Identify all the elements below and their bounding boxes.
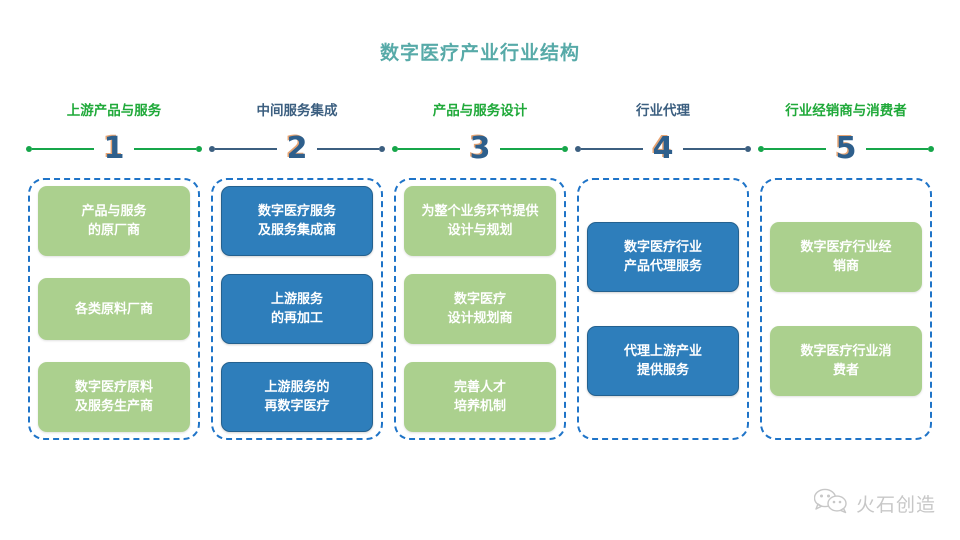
connector-line (32, 148, 94, 150)
column-number-3: 3 (469, 131, 491, 166)
watermark-label: 火石创造 (855, 493, 936, 516)
watermark: 火石创造 (813, 488, 936, 518)
column-group-2: 数字医疗服务 及服务集成商上游服务 的再加工上游服务的 再数字医疗 (211, 178, 383, 440)
connector-dot-icon (745, 146, 751, 152)
column-step-marker-2: 2 (209, 132, 385, 166)
connector-dot-icon (562, 146, 568, 152)
connector-dot-icon (758, 146, 764, 152)
connector-left-1 (26, 146, 100, 152)
item-card[interactable]: 为整个业务环节提供 设计与规划 (404, 186, 556, 256)
item-card[interactable]: 上游服务的 再数字医疗 (221, 362, 373, 432)
connector-dot-icon (379, 146, 385, 152)
connector-right-5 (860, 146, 934, 152)
column-header-3: 产品与服务设计 (432, 103, 528, 119)
wechat-icon (813, 488, 848, 518)
connector-line (317, 148, 379, 150)
connector-line (398, 148, 460, 150)
column-number-1: 1 (103, 131, 125, 166)
column-header-2: 中间服务集成 (256, 103, 338, 119)
diagram-column-5: 行业经销商与消费者 5 数字医疗行业经 销商数字医疗行业消 费者 (758, 100, 934, 460)
item-card[interactable]: 数字医疗 设计规划商 (404, 274, 556, 344)
column-number-4: 4 (652, 131, 674, 166)
item-card[interactable]: 数字医疗原料 及服务生产商 (38, 362, 190, 432)
diagram-column-1: 上游产品与服务 1 产品与服务 的原厂商各类原料厂商数字医疗原料 及服务生产商 (26, 100, 202, 460)
item-card[interactable]: 代理上游产业 提供服务 (587, 326, 739, 396)
column-group-4: 数字医疗行业 产品代理服务代理上游产业 提供服务 (577, 178, 749, 440)
connector-dot-icon (209, 146, 215, 152)
page-title: 数字医疗产业行业结构 (379, 42, 580, 64)
connector-line (500, 148, 562, 150)
connector-dot-icon (928, 146, 934, 152)
item-card[interactable]: 数字医疗行业消 费者 (770, 326, 922, 396)
column-step-marker-1: 1 (26, 132, 202, 166)
item-card[interactable]: 产品与服务 的原厂商 (38, 186, 190, 256)
connector-right-4 (677, 146, 751, 152)
connector-dot-icon (392, 146, 398, 152)
item-card[interactable]: 数字医疗行业 产品代理服务 (587, 222, 739, 292)
column-number-5: 5 (835, 131, 857, 166)
connector-line (683, 148, 745, 150)
connector-right-1 (128, 146, 202, 152)
item-card[interactable]: 上游服务 的再加工 (221, 274, 373, 344)
item-card[interactable]: 完善人才 培养机制 (404, 362, 556, 432)
item-card[interactable]: 数字医疗服务 及服务集成商 (221, 186, 373, 256)
connector-left-3 (392, 146, 466, 152)
item-card[interactable]: 各类原料厂商 (38, 278, 190, 340)
column-header-4: 行业代理 (636, 103, 690, 119)
column-group-1: 产品与服务 的原厂商各类原料厂商数字医疗原料 及服务生产商 (28, 178, 200, 440)
column-number-2: 2 (286, 131, 308, 166)
column-header-5: 行业经销商与消费者 (785, 103, 907, 119)
connector-dot-icon (196, 146, 202, 152)
connector-line (866, 148, 928, 150)
connector-line (215, 148, 277, 150)
diagram-column-4: 行业代理 4 数字医疗行业 产品代理服务代理上游产业 提供服务 (575, 100, 751, 460)
diagram-column-2: 中间服务集成 2 数字医疗服务 及服务集成商上游服务 的再加工上游服务的 再数字医疗 (209, 100, 385, 460)
column-group-5: 数字医疗行业经 销商数字医疗行业消 费者 (760, 178, 932, 440)
connector-dot-icon (26, 146, 32, 152)
diagram-column-3: 产品与服务设计 3 为整个业务环节提供 设计与规划数字医疗 设计规划商完善人才 培养… (392, 100, 568, 460)
connector-left-2 (209, 146, 283, 152)
column-step-marker-5: 5 (758, 132, 934, 166)
connector-left-5 (758, 146, 832, 152)
column-step-marker-3: 3 (392, 132, 568, 166)
connector-line (134, 148, 196, 150)
column-header-1: 上游产品与服务 (66, 103, 162, 119)
column-step-marker-4: 4 (575, 132, 751, 166)
column-group-3: 为整个业务环节提供 设计与规划数字医疗 设计规划商完善人才 培养机制 (394, 178, 566, 440)
connector-dot-icon (575, 146, 581, 152)
connector-line (764, 148, 826, 150)
connector-right-3 (494, 146, 568, 152)
connector-line (581, 148, 643, 150)
item-card[interactable]: 数字医疗行业经 销商 (770, 222, 922, 292)
connector-right-2 (311, 146, 385, 152)
connector-left-4 (575, 146, 649, 152)
